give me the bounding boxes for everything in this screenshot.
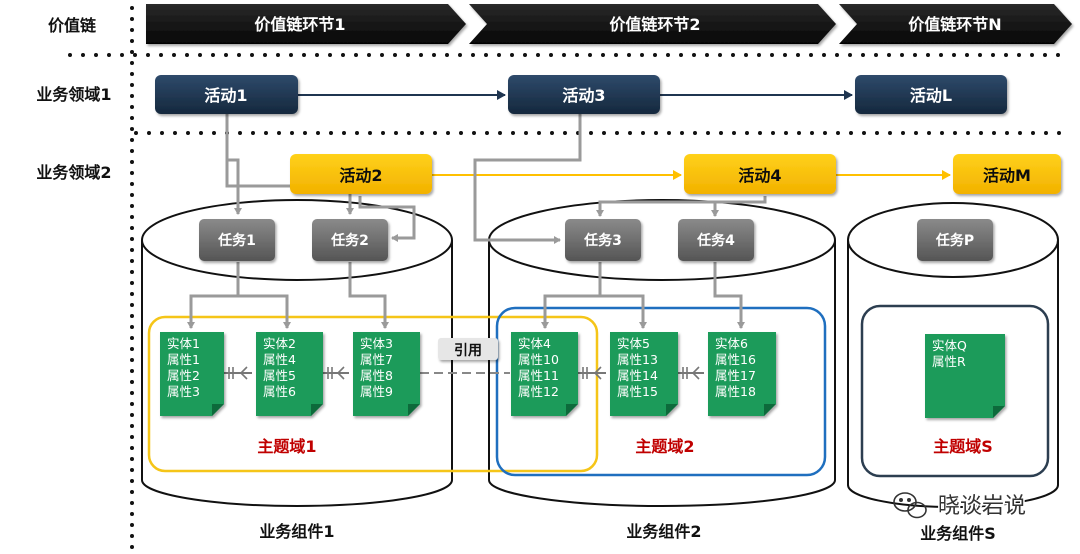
entity-attribute: 属性4 bbox=[263, 352, 296, 367]
entity-attribute: 属性14 bbox=[617, 368, 658, 383]
entity-attribute: 属性R bbox=[932, 354, 966, 369]
entity-attribute: 属性10 bbox=[518, 352, 559, 367]
entity-name: 实体6 bbox=[715, 336, 748, 351]
entity-attribute: 属性15 bbox=[617, 384, 658, 399]
subject-domain-s-outline bbox=[860, 304, 1050, 478]
task-P-box[interactable]: 任务P bbox=[917, 219, 993, 261]
task-4-label: 任务4 bbox=[696, 232, 735, 249]
task-3-box[interactable]: 任务3 bbox=[565, 219, 641, 261]
chevron-stage-1: 价值链环节1 bbox=[146, 4, 466, 44]
activity-3-box[interactable]: 活动3 bbox=[508, 75, 660, 114]
connector-activity4-tasks bbox=[596, 196, 767, 217]
connector-task3-entities bbox=[541, 262, 602, 329]
connectors bbox=[187, 114, 767, 329]
connector-task4-entity6 bbox=[713, 262, 745, 329]
entity-relations bbox=[224, 366, 704, 380]
component-2-label: 业务组件2 bbox=[626, 522, 701, 541]
entity-name: 实体1 bbox=[167, 336, 200, 351]
task-3-label: 任务3 bbox=[583, 232, 622, 249]
activity-L-label: 活动L bbox=[910, 86, 952, 105]
connector-task1-entity2 bbox=[238, 294, 291, 329]
entity-name: 实体2 bbox=[263, 336, 296, 351]
connector-activity2-task2 bbox=[358, 196, 416, 242]
horizontal-dotted-line-1 bbox=[68, 53, 1060, 57]
entity-attribute: 属性12 bbox=[518, 384, 559, 399]
task-P-label: 任务P bbox=[935, 232, 974, 249]
task-1-label: 任务1 bbox=[217, 232, 256, 249]
row-label-domain2: 业务领域2 bbox=[36, 163, 111, 182]
connector-activity1-task1 bbox=[225, 114, 242, 215]
component-s-label: 业务组件S bbox=[920, 524, 996, 543]
entity-attribute: 属性18 bbox=[715, 384, 756, 399]
chevron-stage-n: 价值链环节N bbox=[839, 4, 1072, 44]
connector-task1-entities bbox=[187, 262, 240, 329]
activity-2-label: 活动2 bbox=[339, 166, 382, 185]
entity-attribute: 属性17 bbox=[715, 368, 756, 383]
entity-attribute: 属性8 bbox=[360, 368, 393, 383]
entity-attribute: 属性2 bbox=[167, 368, 200, 383]
wechat-icon bbox=[893, 492, 927, 519]
entity-attribute: 属性9 bbox=[360, 384, 393, 399]
activity-M-label: 活动M bbox=[983, 166, 1031, 185]
activity-4-box[interactable]: 活动4 bbox=[684, 154, 836, 194]
connector-task3-entity5 bbox=[600, 294, 647, 329]
component-1-label: 业务组件1 bbox=[259, 522, 334, 541]
activity-M-box[interactable]: 活动M bbox=[953, 154, 1061, 194]
task-1-box[interactable]: 任务1 bbox=[199, 219, 275, 261]
activity-1-label: 活动1 bbox=[204, 86, 247, 105]
reference-tag: 引用 bbox=[438, 338, 498, 360]
entity-attribute: 属性16 bbox=[715, 352, 756, 367]
activity-1-box[interactable]: 活动1 bbox=[155, 75, 298, 114]
entity-name: 实体3 bbox=[360, 336, 393, 351]
entity-attribute: 属性11 bbox=[518, 368, 559, 383]
activity-2-box[interactable]: 活动2 bbox=[290, 154, 432, 194]
vertical-dotted-line bbox=[130, 6, 134, 549]
subject-domain-2-outline bbox=[495, 306, 827, 477]
entity-attribute: 属性13 bbox=[617, 352, 658, 367]
entity-attribute: 属性3 bbox=[167, 384, 200, 399]
task-4-box[interactable]: 任务4 bbox=[678, 219, 754, 261]
row-label-domain1: 业务领域1 bbox=[36, 85, 111, 104]
entity-attribute: 属性5 bbox=[263, 368, 296, 383]
horizontal-dotted-line-2 bbox=[134, 131, 1061, 135]
subject-domain-2-label: 主题域2 bbox=[635, 437, 694, 456]
entity-attribute: 属性6 bbox=[263, 384, 296, 399]
subject-domain-s-label: 主题域S bbox=[933, 437, 993, 456]
value-chain: 价值链环节1 价值链环节2 价值链环节N bbox=[146, 4, 1072, 44]
watermark-text: 晓谈岩说 bbox=[938, 494, 1026, 519]
entity-name: 实体Q bbox=[932, 338, 967, 353]
connector-task2-entity3 bbox=[348, 262, 389, 329]
entity-documents: 实体1属性1属性2属性3实体2属性4属性5属性6实体3属性7属性8属性9实体4属… bbox=[160, 332, 1005, 418]
activity-L-box[interactable]: 活动L bbox=[855, 75, 1007, 114]
entity-name: 实体4 bbox=[518, 336, 551, 351]
entity-name: 实体5 bbox=[617, 336, 650, 351]
activity-4-label: 活动4 bbox=[738, 166, 781, 185]
task-2-box[interactable]: 任务2 bbox=[312, 219, 388, 261]
connector-activity1-task2 bbox=[225, 114, 354, 215]
subject-domain-1-label: 主题域1 bbox=[257, 437, 316, 456]
row-label-value-chain: 价值链 bbox=[48, 16, 97, 35]
entity-attribute: 属性1 bbox=[167, 352, 200, 367]
chevron-stage-2: 价值链环节2 bbox=[469, 4, 836, 44]
watermark: 晓谈岩说 bbox=[893, 492, 1028, 521]
dotted-separators bbox=[68, 6, 1061, 549]
entity-attribute: 属性7 bbox=[360, 352, 393, 367]
reference-tag-label: 引用 bbox=[454, 343, 482, 359]
chevron-stage-2-label: 价值链环节2 bbox=[609, 15, 700, 34]
subject-domain-1-outline bbox=[147, 315, 599, 473]
chevron-stage-n-label: 价值链环节N bbox=[908, 15, 1001, 34]
connector-activity3-task3 bbox=[473, 114, 582, 244]
task-2-label: 任务2 bbox=[330, 232, 369, 249]
chevron-stage-1-label: 价值链环节1 bbox=[254, 15, 345, 34]
activity-3-label: 活动3 bbox=[562, 86, 605, 105]
